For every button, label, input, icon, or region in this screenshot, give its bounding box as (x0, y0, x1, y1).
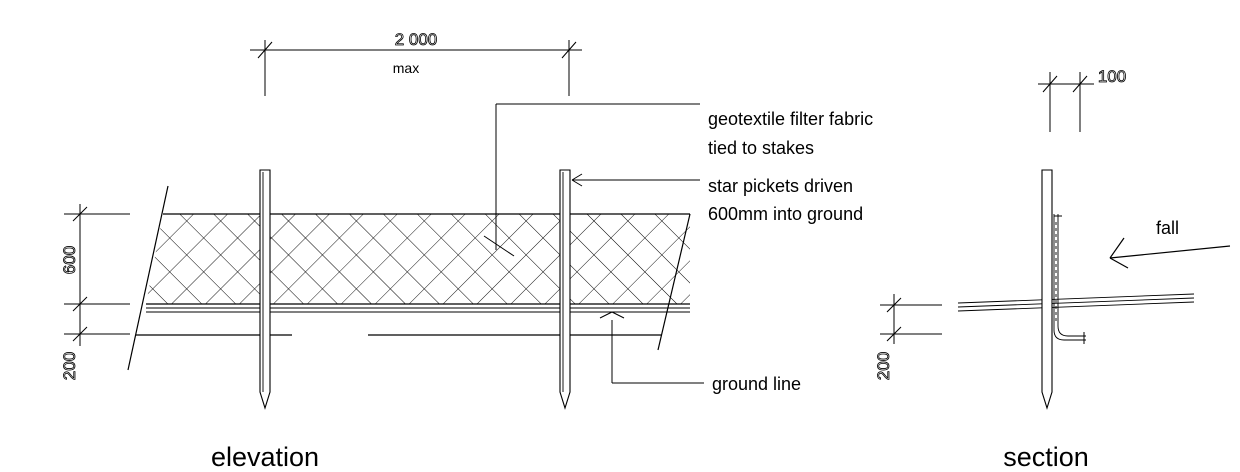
fabric-leader (483, 103, 700, 257)
section-height-dimension (880, 294, 942, 344)
ground-leader (599, 311, 704, 384)
section-view: fall 100 200 (874, 67, 1231, 472)
fall-label: fall (1156, 218, 1179, 238)
width-dimension (250, 40, 582, 96)
star-picket-left (259, 169, 271, 410)
pickets-label-line2: 600mm into ground (708, 204, 863, 224)
height-dimension (64, 204, 130, 346)
width-dimension-value: 2 000 (395, 30, 438, 49)
pickets-label-line1: star pickets driven (708, 176, 853, 196)
section-ground-lines (957, 293, 1195, 312)
section-title: section (1003, 442, 1089, 472)
section-stake (1041, 169, 1053, 410)
pickets-leader (571, 173, 700, 187)
width-dimension-note: max (393, 60, 419, 76)
ground-label: ground line (712, 374, 801, 394)
star-picket-right (559, 169, 571, 410)
left-break-line (127, 185, 169, 371)
section-width-dimension (1038, 72, 1094, 132)
section-width-value: 100 (1098, 67, 1126, 86)
fall-arrow (1109, 237, 1231, 269)
height-dimension-lower: 200 (60, 352, 79, 380)
section-fabric (1053, 214, 1086, 344)
ground-lines (136, 307, 690, 336)
right-break-line (657, 213, 691, 351)
geotextile-fabric-hatch (146, 213, 690, 305)
fabric-label-line2: tied to stakes (708, 138, 814, 158)
height-dimension-upper: 600 (60, 246, 79, 274)
elevation-title: elevation (211, 442, 319, 472)
elevation-view: 2 000 max 600 200 geotextile filter fabr… (60, 30, 873, 472)
section-height-value: 200 (874, 352, 893, 380)
fabric-label-line1: geotextile filter fabric (708, 109, 873, 129)
